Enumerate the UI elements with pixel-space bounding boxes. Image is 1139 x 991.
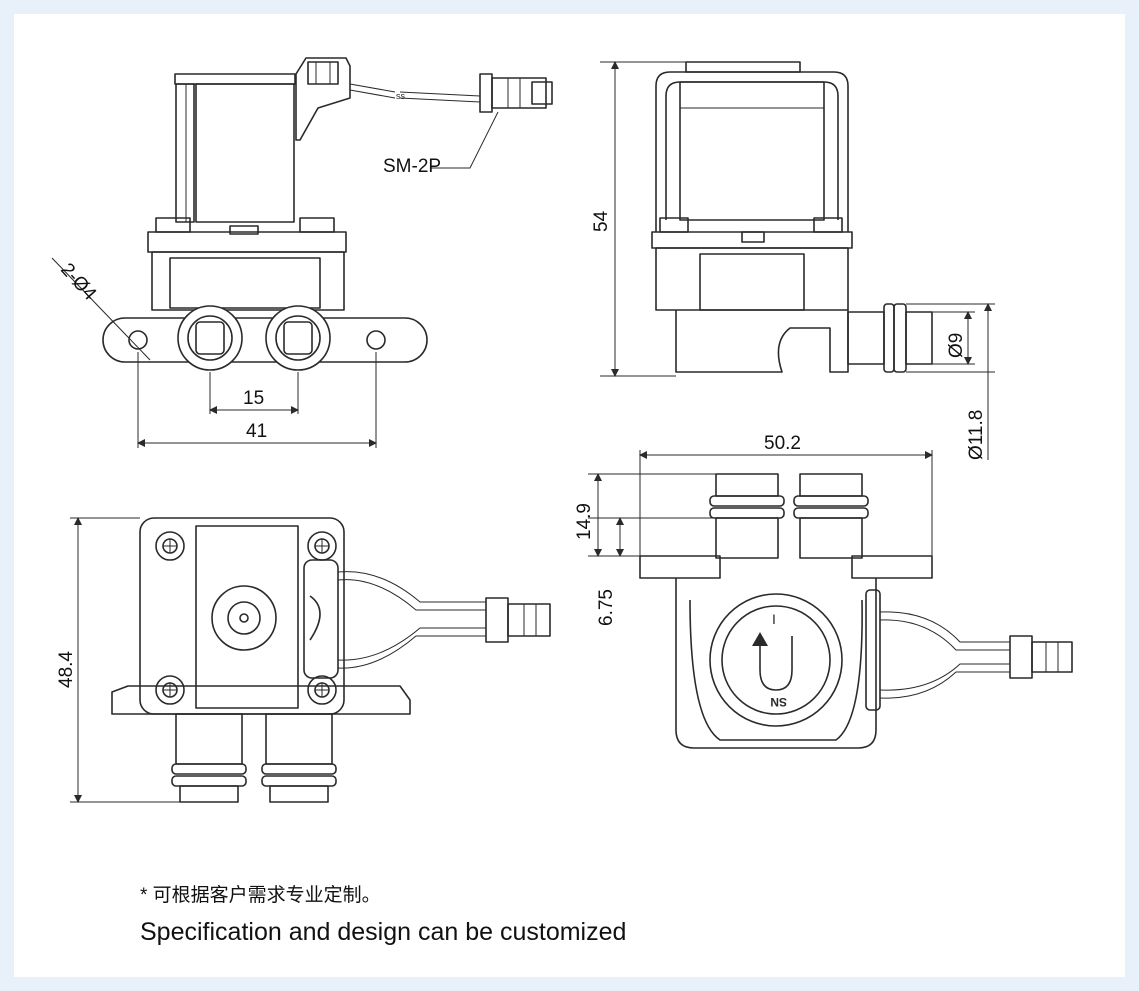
svg-text:ss: ss bbox=[396, 91, 406, 101]
dim-tube-inner: Ø9 bbox=[946, 333, 967, 358]
note-english: Specification and design can be customiz… bbox=[140, 918, 627, 946]
note-chinese: * 可根据客户需求专业定制。 bbox=[140, 885, 381, 906]
dim-body-height: 48.4 bbox=[56, 651, 77, 688]
front-view: ss SM-2P 2-Ø4 15 bbox=[51, 57, 553, 448]
body-mark: SN bbox=[770, 695, 787, 709]
bottom-view: I SN 50.2 14.9 6.75 bbox=[574, 433, 1073, 749]
dim-tube-outer: Ø11.8 bbox=[966, 410, 987, 460]
drawing-frame bbox=[14, 14, 1125, 977]
dim-height: 54 bbox=[591, 210, 612, 232]
flow-mark: I bbox=[772, 611, 776, 627]
top-view: 48.4 bbox=[56, 517, 551, 803]
connector-label: SM-2P bbox=[383, 156, 441, 177]
dim-offset-a: 14.9 bbox=[574, 503, 595, 540]
side-view: 54 Ø9 Ø11.8 bbox=[591, 61, 995, 460]
dim-depth: 50.2 bbox=[764, 433, 801, 454]
dim-mount-width: 41 bbox=[246, 421, 267, 442]
dim-port-spacing: 15 bbox=[243, 388, 264, 409]
dim-offset-b: 6.75 bbox=[596, 589, 617, 626]
hole-label: 2-Ø4 bbox=[56, 259, 100, 305]
